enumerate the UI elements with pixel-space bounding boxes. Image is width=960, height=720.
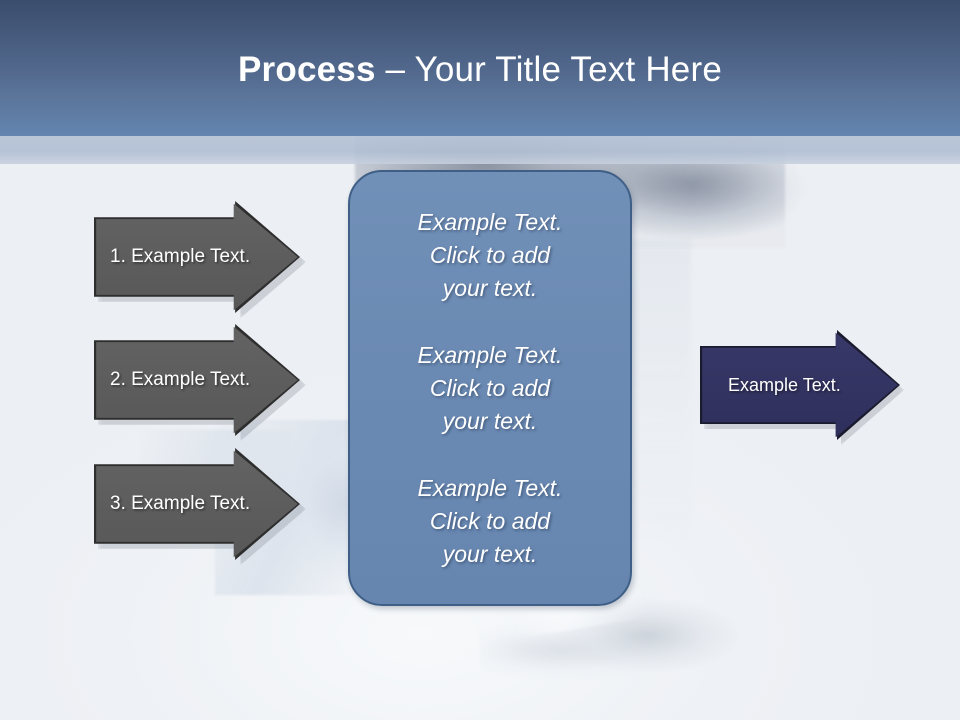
result-arrow[interactable]: Example Text. [700, 330, 900, 440]
process-step-arrow-1[interactable]: 1. Example Text. [94, 201, 300, 313]
center-text-block-1: Example Text. Click to add your text. [417, 208, 563, 301]
result-arrow-label: Example Text. [728, 375, 841, 395]
process-step-arrow-2-label: 2. Example Text. [110, 369, 251, 390]
process-step-arrow-1-label: 1. Example Text. [110, 246, 251, 267]
page-title-bold: Process [238, 50, 376, 89]
process-step-arrow-2[interactable]: 2. Example Text. [94, 324, 300, 436]
center-text-block-3: Example Text. Click to add your text. [417, 474, 563, 567]
process-step-arrow-3-label: 3. Example Text. [110, 493, 251, 514]
header-band [0, 0, 960, 136]
header-sub-band [0, 136, 960, 164]
process-step-arrow-3[interactable]: 3. Example Text. [94, 448, 300, 560]
background-shoulder-shape [600, 150, 830, 260]
page-title: Process – Your Title Text Here [0, 48, 960, 92]
page-title-rest: – Your Title Text Here [375, 50, 722, 89]
center-content-box[interactable]: Example Text. Click to add your text. Ex… [348, 170, 632, 606]
center-text-block-2: Example Text. Click to add your text. [417, 341, 563, 434]
